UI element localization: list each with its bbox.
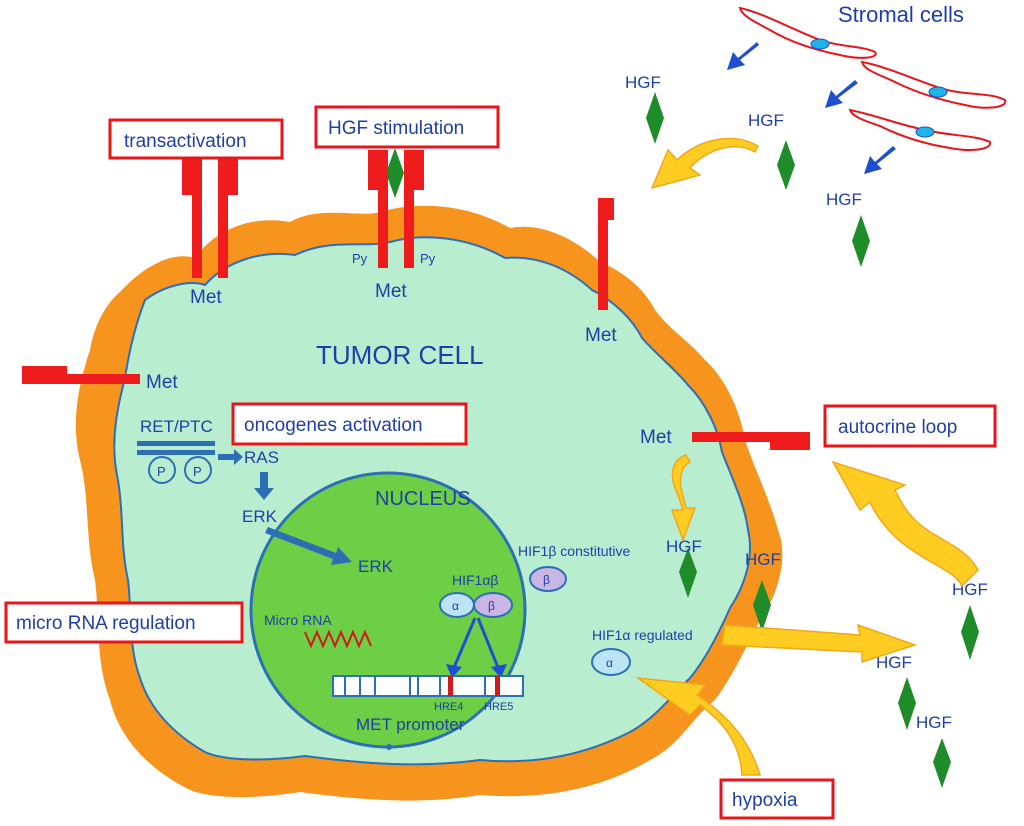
erk-label-nucleus: ERK — [358, 557, 394, 576]
py-label-left: Py — [352, 251, 368, 266]
py-label-right: Py — [420, 251, 436, 266]
hif1b-subunit-complex — [473, 592, 513, 618]
stromal-arrow-2 — [825, 80, 858, 108]
hif1a-subunit-regulated — [591, 648, 631, 676]
hgf-diamond-9 — [933, 738, 951, 788]
beta-label-1: β — [543, 573, 550, 587]
met-promoter-dna — [332, 675, 524, 697]
met-receptor-transactivation — [182, 150, 238, 278]
met-label-transactivation: Met — [190, 287, 222, 308]
nuclear-pore — [386, 744, 392, 750]
arrow-erk-to-nucleus — [265, 527, 352, 565]
yellow-arrow-internal — [670, 454, 697, 543]
hgf-diamond-2 — [777, 140, 795, 190]
hif-arrow-hre5 — [476, 617, 501, 671]
met-receptor-hgf-stimulation — [368, 150, 424, 268]
hgf-diamond-7 — [961, 605, 979, 660]
met-receptor-autocrine — [692, 432, 810, 450]
hgf-diamond-1 — [646, 92, 664, 144]
hgf-label-6: HGF — [952, 580, 988, 599]
stromal-cell-1 — [738, 6, 877, 59]
phosphate-label-1: P — [157, 464, 166, 479]
hif1b-subunit — [529, 566, 567, 592]
hif1a-regulated-label: HIF1α regulated — [592, 627, 693, 643]
tumor-cell-label: TUMOR CELL — [316, 340, 484, 370]
met-receptor-right-membrane — [598, 198, 614, 310]
met-promoter-label: MET promoter — [356, 715, 465, 734]
autocrine-loop-box: autocrine loop — [823, 404, 997, 448]
hypoxia-box: hypoxia — [719, 778, 835, 820]
met-label-autocrine: Met — [640, 427, 672, 448]
stromal-cells-label: Stromal cells — [838, 2, 964, 27]
arrow-ras-to-erk — [254, 472, 274, 500]
phosphate-label-2: P — [193, 464, 202, 479]
micro-rna-label: Micro RNA — [264, 612, 332, 628]
phosphate-circle-2 — [184, 456, 212, 484]
alpha-label-1: α — [452, 599, 459, 613]
yellow-arrow-hypoxia — [635, 676, 762, 776]
ras-label: RAS — [244, 448, 279, 467]
autocrine-loop-box-label: autocrine loop — [838, 417, 957, 438]
hgf-stimulation-box-label: HGF stimulation — [328, 118, 464, 139]
erk-label-cytoplasm: ERK — [242, 507, 278, 526]
oncogenes-activation-box: oncogenes activation — [231, 402, 468, 446]
phosphate-circle-1 — [148, 456, 176, 484]
stromal-cell-3 — [848, 108, 991, 151]
hgf-label-7: HGF — [876, 653, 912, 672]
met-receptor-left — [22, 366, 140, 384]
yellow-arrow-autocrine — [831, 460, 979, 588]
arrow-to-ras — [218, 449, 243, 465]
hgf-label-1: HGF — [625, 73, 661, 92]
stromal-arrow-1 — [727, 42, 759, 70]
beta-label-2: β — [488, 599, 495, 613]
hgf-diamond-5 — [679, 548, 697, 598]
oncogenes-activation-box-label: oncogenes activation — [244, 415, 423, 436]
met-label-left: Met — [146, 372, 178, 393]
met-label-right: Met — [585, 325, 617, 346]
hif1b-constitutive-label: HIF1β constitutive — [518, 543, 631, 559]
hre5-label: HRE5 — [484, 701, 513, 713]
nucleus-label: NUCLEUS — [375, 488, 471, 510]
hgf-diamond-3 — [852, 215, 870, 267]
stromal-arrow-3 — [864, 146, 896, 174]
ret-ptc-label: RET/PTC — [140, 417, 213, 436]
ret-ptc-bar-2 — [137, 450, 215, 455]
hgf-label-4: HGF — [666, 537, 702, 556]
yellow-arrow-stromal — [650, 137, 759, 190]
transactivation-box-label: transactivation — [124, 131, 247, 152]
hypoxia-box-label: hypoxia — [732, 790, 798, 811]
hif-arrow-hre5-head — [491, 664, 507, 678]
hgf-label-2: HGF — [748, 111, 784, 130]
micro-rna-coil — [304, 629, 372, 649]
hgf-diamond-4 — [386, 148, 404, 198]
hgf-label-8: HGF — [916, 713, 952, 732]
hgf-stimulation-box: HGF stimulation — [314, 105, 500, 149]
hif-arrow-hre4-head — [446, 664, 462, 678]
micro-rna-regulation-box: micro RNA regulation — [4, 601, 244, 644]
hif-arrow-hre4 — [451, 617, 477, 671]
hre4-label: HRE4 — [434, 701, 463, 713]
hif1ab-label: HIF1αβ — [452, 572, 498, 588]
alpha-label-2: α — [606, 656, 613, 670]
transactivation-box: transactivation — [108, 118, 284, 160]
stromal-cell-2 — [860, 60, 1007, 109]
ret-ptc-bar-1 — [137, 441, 215, 446]
hgf-label-5: HGF — [745, 550, 781, 569]
hgf-label-3: HGF — [826, 190, 862, 209]
hgf-diamond-8 — [898, 677, 916, 730]
met-label-hgf: Met — [375, 281, 407, 302]
micro-rna-regulation-box-label: micro RNA regulation — [16, 613, 196, 634]
hgf-diamond-6 — [753, 580, 771, 632]
yellow-arrow-secretion — [721, 623, 918, 664]
